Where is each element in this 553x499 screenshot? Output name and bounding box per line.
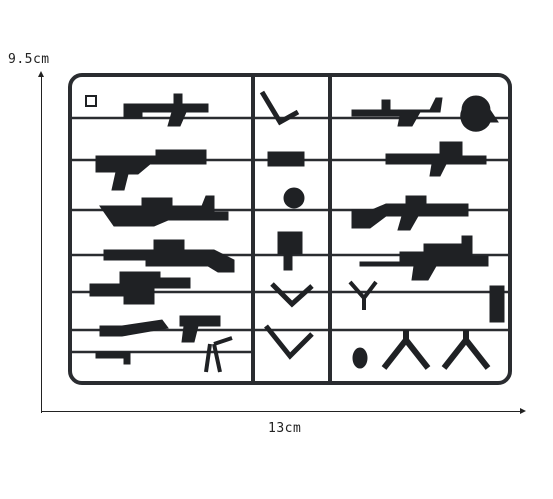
tripod-stand — [204, 336, 233, 373]
light-machine-gun — [95, 149, 207, 191]
heavy-sniper — [359, 235, 489, 281]
small-stick — [95, 351, 131, 365]
flat-magazine — [267, 151, 305, 167]
sniper-rifle-1 — [351, 97, 443, 127]
bipod-v-3 — [264, 324, 314, 360]
combat-knife — [99, 319, 169, 337]
assault-rifle-1 — [123, 93, 209, 127]
ruler-arrow-icon — [520, 408, 526, 414]
pistol — [179, 315, 221, 343]
width-dimension-label: 13cm — [268, 421, 302, 436]
grenade — [352, 347, 368, 369]
bipod-v-1 — [259, 90, 300, 126]
curved-stock — [489, 285, 505, 323]
sprue-parts — [85, 90, 505, 373]
ruler-arrow-icon — [38, 71, 44, 77]
scoped-smg — [385, 141, 487, 177]
scoped-rifle-3 — [351, 195, 469, 231]
sight-part — [85, 95, 97, 107]
height-dimension-label: 9.5cm — [8, 52, 50, 67]
helmet-part — [460, 95, 499, 132]
smg-2 — [89, 271, 191, 305]
width-ruler-line — [41, 408, 526, 414]
drum-part — [283, 187, 305, 209]
scoped-rifle-4 — [103, 239, 235, 273]
bipod-large-1 — [381, 330, 431, 370]
scoped-rifle-2 — [99, 195, 229, 227]
bipod-large-2 — [441, 330, 491, 370]
sprue-frame — [68, 73, 512, 385]
vest-part — [277, 231, 303, 271]
bipod-v-2 — [270, 282, 314, 308]
bipod-small — [348, 280, 378, 310]
height-ruler-line — [38, 71, 44, 413]
